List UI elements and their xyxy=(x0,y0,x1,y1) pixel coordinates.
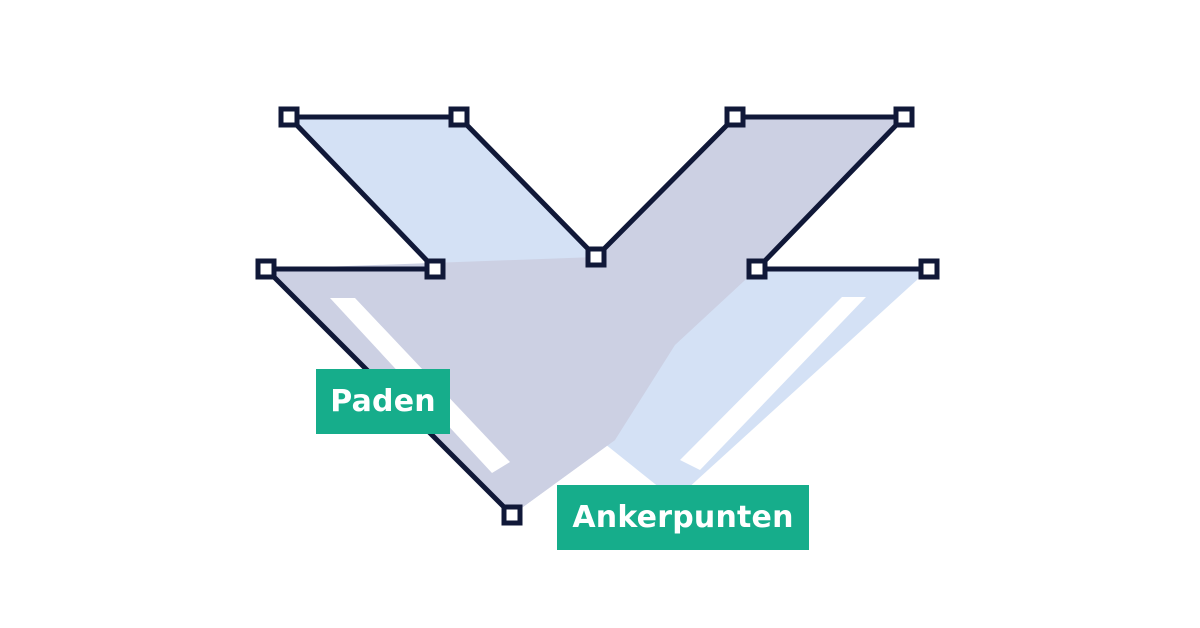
anchor-point-icon[interactable] xyxy=(585,246,607,268)
anchor-point-icon[interactable] xyxy=(724,106,746,128)
anchor-points-label: Ankerpunten xyxy=(557,485,809,550)
anchor-point-icon[interactable] xyxy=(424,258,446,280)
anchor-point-icon[interactable] xyxy=(893,106,915,128)
highlight-right-bar xyxy=(680,297,866,470)
anchor-point-icon[interactable] xyxy=(278,106,300,128)
anchor-point-icon[interactable] xyxy=(448,106,470,128)
anchor-points xyxy=(255,106,940,526)
anchor-point-icon[interactable] xyxy=(746,258,768,280)
vector-path-line xyxy=(283,114,929,272)
anchor-point-icon[interactable] xyxy=(918,258,940,280)
anchor-point-icon[interactable] xyxy=(501,504,523,526)
anchor-point-icon[interactable] xyxy=(255,258,277,280)
paths-label: Paden xyxy=(316,369,450,434)
